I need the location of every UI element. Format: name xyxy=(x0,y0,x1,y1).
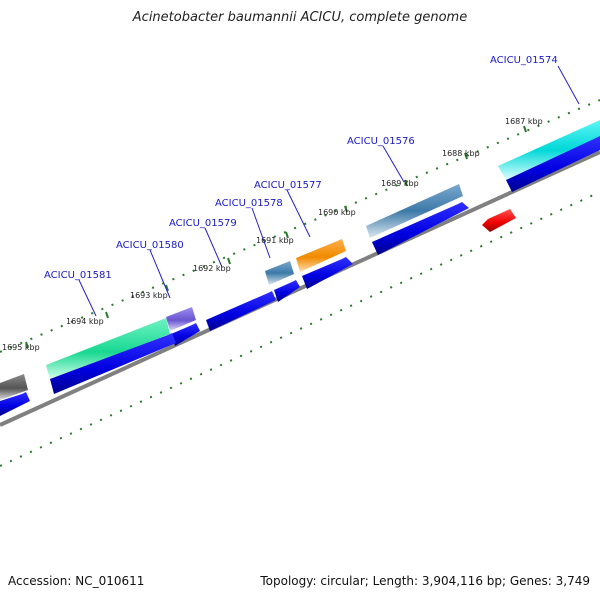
feature-bar-purple xyxy=(166,307,196,331)
cds-arrow xyxy=(0,392,30,416)
feature-bar-steel xyxy=(366,184,463,238)
feature-bar-orange xyxy=(296,239,346,272)
inner-tick-ring xyxy=(0,191,600,467)
feature-bar-gray xyxy=(0,374,28,400)
feature-bar-mint xyxy=(46,318,170,380)
scale-label: 1690 kbp xyxy=(318,208,356,217)
scale-label: 1695 kbp xyxy=(2,343,40,352)
cds-arrows xyxy=(0,136,600,416)
scale-label: 1687 kbp xyxy=(505,117,543,126)
cds-arrow xyxy=(171,323,200,346)
gene-label: ACICU_01578 xyxy=(215,198,283,209)
scale-label: 1691 kbp xyxy=(256,236,294,245)
scale-label: 1688 kbp xyxy=(442,149,480,158)
scale-label: 1692 kbp xyxy=(193,264,231,273)
gene-label: ACICU_01574 xyxy=(490,55,558,66)
cds-arrow xyxy=(50,333,176,394)
feature-bar-steel-small xyxy=(265,261,294,285)
scale-label: 1693 kbp xyxy=(130,291,168,300)
cds-arrow xyxy=(206,291,276,331)
reverse-cds-arrow xyxy=(482,209,516,232)
gene-label: ACICU_01577 xyxy=(254,180,322,191)
major-ticks xyxy=(25,125,527,349)
cds-arrow xyxy=(274,280,300,302)
cds-arrow xyxy=(372,202,469,255)
accession-text: Accession: NC_010611 xyxy=(8,574,145,588)
outer-tick-ring xyxy=(0,99,600,353)
genome-backbone xyxy=(0,150,600,427)
gene-label: ACICU_01576 xyxy=(347,136,415,147)
scale-label: 1689 kbp xyxy=(381,179,419,188)
gene-label: ACICU_01581 xyxy=(44,270,112,281)
cds-arrow xyxy=(506,136,600,192)
genome-title: Acinetobacter baumannii ACICU, complete … xyxy=(132,10,468,25)
gene-callouts xyxy=(78,65,580,317)
gene-label: ACICU_01579 xyxy=(169,218,237,229)
gene-label: ACICU_01580 xyxy=(116,240,184,251)
feature-bar-cyan xyxy=(498,120,600,180)
cds-arrow xyxy=(302,257,353,289)
genome-summary-text: Topology: circular; Length: 3,904,116 bp… xyxy=(260,574,590,588)
scale-label: 1694 kbp xyxy=(66,317,104,326)
